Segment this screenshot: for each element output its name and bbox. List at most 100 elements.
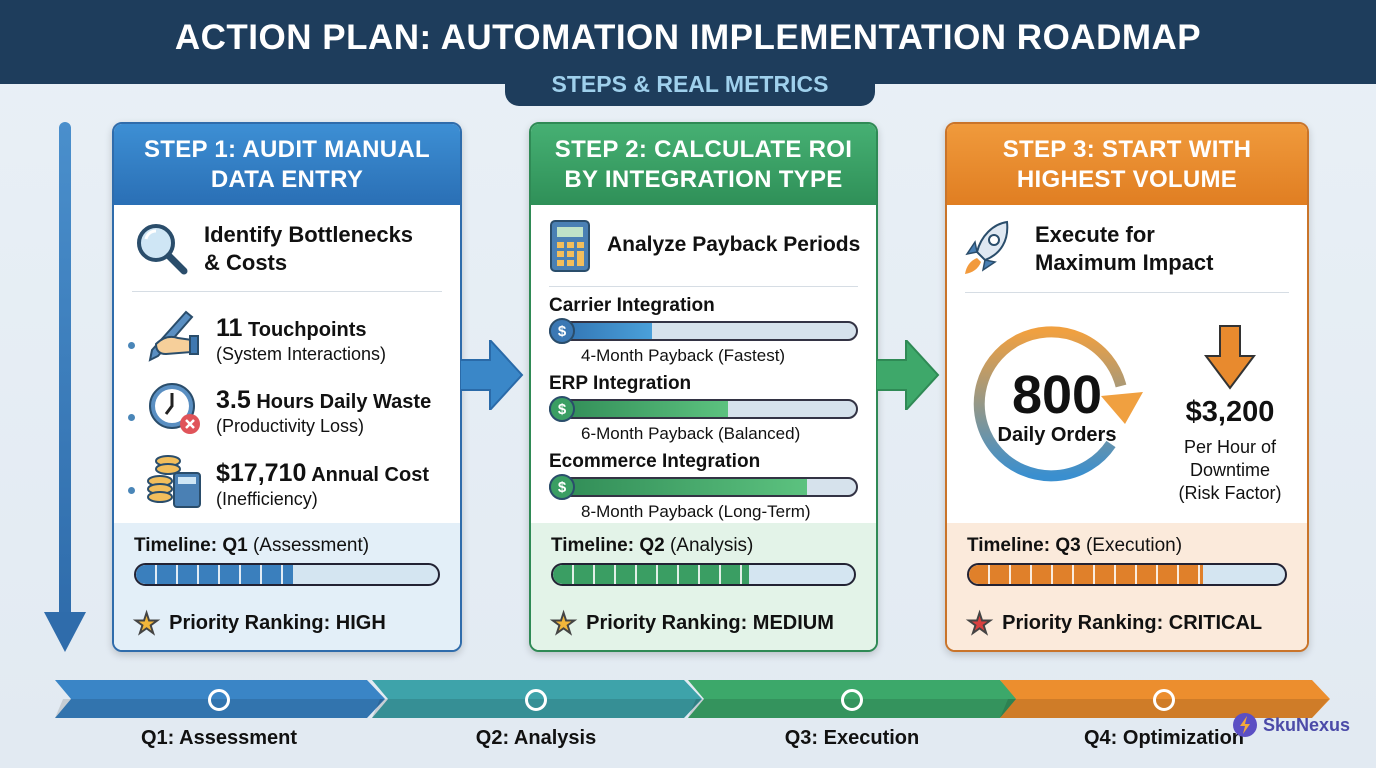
metric-item: $17,710 Annual Cost (Inefficiency) xyxy=(114,455,460,529)
timeline-phase: (Assessment) xyxy=(252,535,370,556)
metric-headline: $17,710 Annual Cost xyxy=(216,459,429,488)
step-3-subtitle-line2: Maximum Impact xyxy=(1035,250,1214,275)
step-2-title-line1: STEP 2: CALCULATE ROI xyxy=(554,136,853,163)
payback-bar xyxy=(549,321,858,341)
timeline-progress-bar xyxy=(551,563,856,586)
timeline-phase: (Analysis) xyxy=(669,535,754,556)
milestone-marker xyxy=(525,689,547,711)
arrow-down-icon xyxy=(1204,325,1256,390)
step-2-card: STEP 2: CALCULATE ROI BY INTEGRATION TYP… xyxy=(529,122,878,652)
star-icon: ★ xyxy=(133,608,160,640)
metric-label: Hours Daily Waste xyxy=(256,391,432,413)
timeline-quarter: Timeline: Q2 xyxy=(551,535,665,556)
payback-bar xyxy=(549,399,858,419)
milestone-marker xyxy=(841,689,863,711)
step-2-subtitle: Analyze Payback Periods xyxy=(607,233,861,256)
step-3-title-line2: HIGHEST VOLUME xyxy=(1016,166,1238,193)
step-1-subtitle-line1: Identify Bottlenecks xyxy=(204,222,414,247)
metric-label: Touchpoints xyxy=(248,319,367,341)
page-subtitle: STEPS & REAL METRICS xyxy=(505,62,875,106)
downtime-cost-value: $3,200 xyxy=(1185,396,1275,428)
metric-value: 11 xyxy=(216,314,243,342)
step-1-title-line1: STEP 1: AUDIT MANUAL xyxy=(143,136,430,163)
hand-pen-icon xyxy=(148,310,199,362)
priority-label: Priority Ranking: HIGH xyxy=(169,612,386,634)
metric-detail: (Productivity Loss) xyxy=(216,416,365,436)
step-1-footer: Timeline: Q1 (Assessment) ★ Priority Rank… xyxy=(114,523,460,650)
star-icon: ★ xyxy=(550,608,577,640)
milestone-marker xyxy=(208,689,230,711)
vertical-progress-arrow xyxy=(59,122,71,622)
arrow-down-icon xyxy=(44,612,86,652)
lightning-logo-icon xyxy=(1233,713,1257,737)
star-icon: ★ xyxy=(966,608,993,640)
priority-label: Priority Ranking: MEDIUM xyxy=(586,612,834,634)
bullet-icon xyxy=(128,342,135,349)
brand-logo: SkuNexus xyxy=(1232,712,1350,738)
payback-label: 8-Month Payback (Long-Term) xyxy=(581,502,811,521)
timeline-progress-bar xyxy=(134,563,440,586)
priority-ranking: ★ Priority Ranking: CRITICAL xyxy=(966,607,1263,640)
priority-ranking: ★ Priority Ranking: MEDIUM xyxy=(550,607,834,640)
daily-orders-label: Daily Orders xyxy=(997,424,1117,446)
bullet-icon xyxy=(128,414,135,421)
metric-item: 11 Touchpoints (System Interactions) xyxy=(114,310,460,384)
priority-label: Priority Ranking: CRITICAL xyxy=(1002,612,1263,634)
metric-item: 3.5 Hours Daily Waste (Productivity Loss… xyxy=(114,383,460,456)
step-3-card: STEP 3: START WITH HIGHEST VOLUME Execut… xyxy=(945,122,1309,652)
roadmap-label: Q4: Optimization xyxy=(1084,727,1244,749)
divider xyxy=(132,291,442,292)
step-2-header: STEP 2: CALCULATE ROI BY INTEGRATION TYP… xyxy=(531,124,876,205)
payback-bar-fill xyxy=(551,401,728,417)
step-1-subtitle: Identify Bottlenecks & Costs xyxy=(204,221,413,277)
timeline-label: Timeline: Q3 (Execution) xyxy=(967,535,1182,557)
metric-label: Annual Cost xyxy=(311,464,429,486)
payback-bar xyxy=(549,477,858,497)
step-3-subtitle: Execute for Maximum Impact xyxy=(1035,221,1214,277)
coins-calculator-icon xyxy=(147,455,201,508)
step-1-title-line2: DATA ENTRY xyxy=(210,166,364,193)
step-1-header: STEP 1: AUDIT MANUAL DATA ENTRY xyxy=(114,124,460,205)
arrow-right-icon xyxy=(876,340,940,410)
bullet-icon xyxy=(128,487,135,494)
metric-value: $17,710 xyxy=(216,459,307,487)
integration-name: Carrier Integration xyxy=(549,295,715,316)
payback-bar-fill xyxy=(551,323,652,339)
timeline-quarter: Timeline: Q1 xyxy=(134,535,248,556)
payback-label: 6-Month Payback (Balanced) xyxy=(581,424,801,443)
timeline-label: Timeline: Q1 (Assessment) xyxy=(134,535,369,557)
downtime-cost-label: Per Hour of Downtime (Risk Factor) xyxy=(1160,436,1300,505)
downtime-line: (Risk Factor) xyxy=(1178,483,1282,503)
step-2-title-line2: BY INTEGRATION TYPE xyxy=(564,166,843,193)
timeline-progress-bar xyxy=(967,563,1287,586)
arrow-right-icon xyxy=(460,340,524,410)
step-2-footer: Timeline: Q2 (Analysis) ★ Priority Rankin… xyxy=(531,523,876,650)
daily-orders-value: 800 xyxy=(1011,365,1103,425)
metric-detail: (Inefficiency) xyxy=(216,489,318,509)
brand-name: SkuNexus xyxy=(1263,714,1351,735)
metric-headline: 11 Touchpoints xyxy=(216,314,367,343)
dollar-coin-icon: $ xyxy=(549,396,575,422)
clock-x-icon xyxy=(149,383,200,434)
divider xyxy=(549,286,858,287)
downtime-line: Downtime xyxy=(1189,460,1271,480)
calculator-icon xyxy=(550,220,590,272)
timeline-quarter: Timeline: Q3 xyxy=(967,535,1081,556)
timeline-phase: (Execution) xyxy=(1085,535,1183,556)
roadmap-label: Q3: Execution xyxy=(784,727,920,749)
timeline-progress-fill xyxy=(136,565,294,584)
integration-name: ERP Integration xyxy=(549,373,692,394)
downtime-line: Per Hour of xyxy=(1183,437,1277,457)
integration-name: Ecommerce Integration xyxy=(549,451,761,472)
metric-detail: (System Interactions) xyxy=(216,344,387,364)
step-3-title-line1: STEP 3: START WITH xyxy=(1002,136,1252,163)
step-1-card: STEP 1: AUDIT MANUAL DATA ENTRY Identify… xyxy=(112,122,462,652)
milestone-marker xyxy=(1153,689,1175,711)
payback-bar-fill xyxy=(551,479,808,495)
divider xyxy=(965,292,1289,293)
dollar-coin-icon: $ xyxy=(549,318,575,344)
dollar-coin-icon: $ xyxy=(549,474,575,500)
priority-ranking: ★ Priority Ranking: HIGH xyxy=(133,607,386,640)
timeline-progress-fill xyxy=(553,565,749,584)
step-3-footer: Timeline: Q3 (Execution) ★ Priority Ranki… xyxy=(947,523,1307,650)
